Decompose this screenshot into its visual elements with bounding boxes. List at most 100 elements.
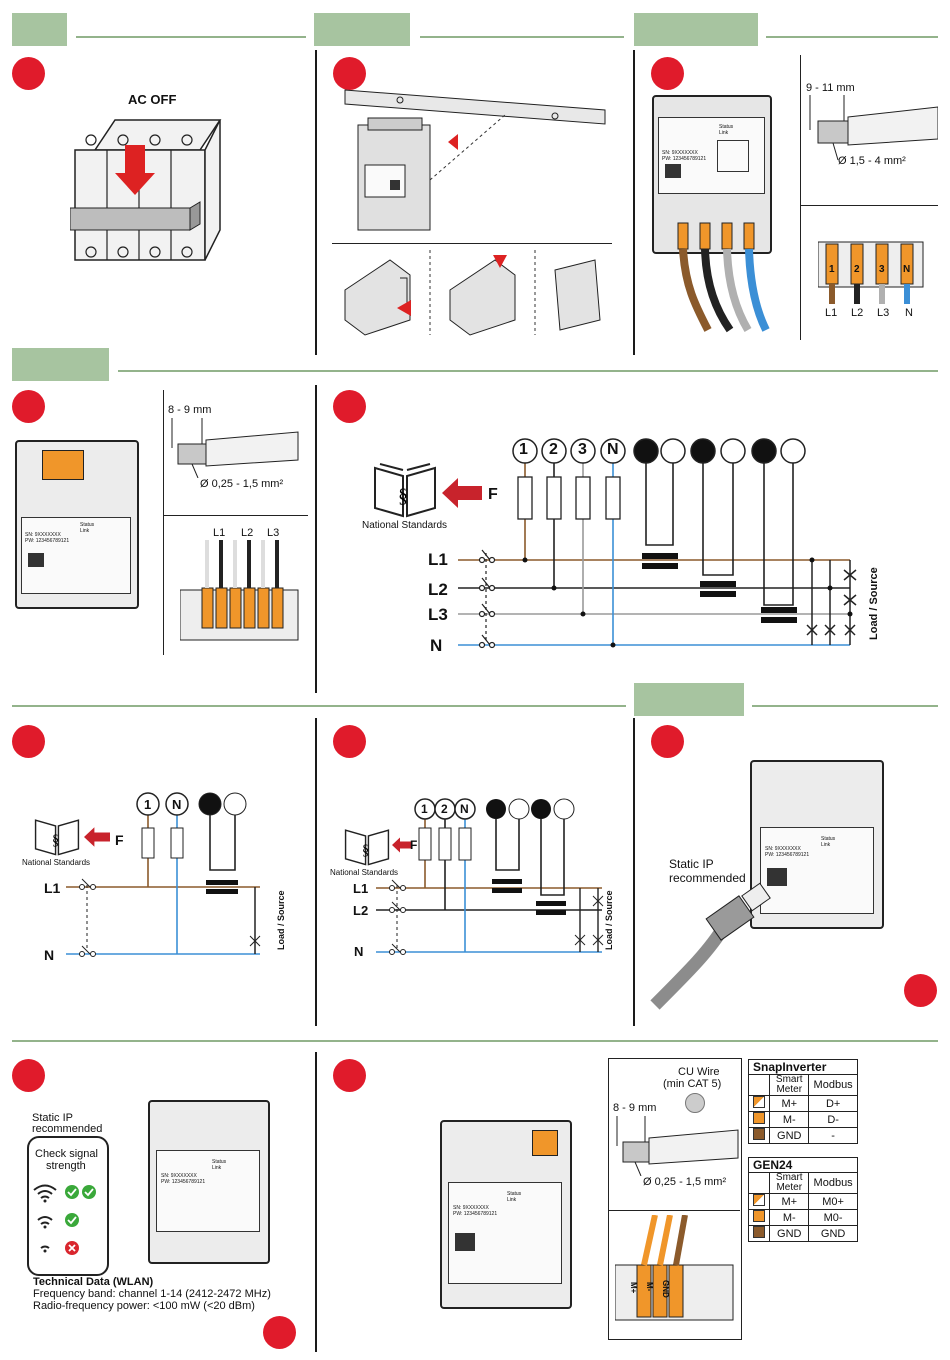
step-marker — [333, 57, 366, 90]
group-label-l2: L2 — [241, 527, 254, 539]
section-rule-6 — [752, 705, 938, 707]
step-marker — [263, 1316, 296, 1349]
step-marker — [12, 390, 45, 423]
ethernet-port — [665, 164, 681, 178]
section-rule-3 — [766, 36, 938, 38]
terminal-2-label: 2 — [854, 264, 860, 275]
terminal-n-label: N — [460, 802, 469, 816]
national-standards-label: National Standards — [330, 868, 399, 877]
step2-separator — [332, 243, 612, 244]
device-pw: PW: 123456789121 — [662, 156, 707, 162]
col-smart-meter: Smart Meter — [769, 1074, 810, 1096]
step-marker — [333, 725, 366, 758]
meter-pin: GND — [769, 1225, 810, 1242]
device-sn: SN: 9XXXXXXX — [25, 532, 61, 538]
device-sn: SN: 9XXXXXXX — [161, 1173, 197, 1179]
single-phase-wiring-diagram — [66, 792, 261, 957]
cu-wire-line2: (min CAT 5) — [663, 1078, 722, 1090]
col-modbus: Modbus — [808, 1074, 858, 1096]
section-header-1 — [12, 13, 67, 46]
divider-v4 — [315, 718, 317, 1026]
meter-pin: M- — [769, 1111, 810, 1128]
cross-section-label: Ø 1,5 - 4 mm² — [838, 155, 906, 167]
device-sn: SN: 9XXXXXXX — [453, 1205, 489, 1211]
modbus-pin: GND — [808, 1225, 858, 1242]
modbus-pin: D- — [808, 1111, 858, 1128]
gen24-table: GEN24 Smart Meter Modbus M+M0+ M-M0- GND… — [747, 1157, 858, 1242]
section-header-2 — [314, 13, 410, 46]
device-status-led: Status — [821, 836, 836, 842]
wire-strip-illustration — [809, 95, 938, 161]
ct-terminal-illustration — [180, 540, 299, 641]
national-standards-book-icon: § — [374, 463, 436, 518]
cu-wire-dot — [685, 1093, 705, 1113]
wlan-static-ip-line1: Static IP — [32, 1112, 73, 1124]
step3-wires — [677, 222, 770, 333]
group-label-l3: L3 — [267, 527, 280, 539]
terminal-2-label: 2 — [549, 441, 558, 458]
step-marker — [12, 725, 45, 758]
modbus-pin: M0+ — [808, 1193, 858, 1210]
national-standards-book-icon: § — [344, 829, 390, 866]
step4-inner-separator — [163, 515, 308, 516]
meter-pin: M- — [769, 1209, 810, 1226]
terminal-3-label: 3 — [879, 264, 885, 275]
divider-v3 — [315, 385, 317, 693]
divider-v5 — [633, 718, 635, 1026]
national-standards-label: National Standards — [362, 520, 448, 531]
fuse-label: F — [410, 838, 418, 852]
wire-label-l2: L2 — [851, 307, 864, 319]
terminal-1-label: 1 — [519, 441, 528, 458]
meter-pin: GND — [769, 1127, 810, 1144]
wire-strip-illustration — [616, 1116, 739, 1176]
ethernet-cable-illustration — [650, 882, 771, 1010]
step3-inner-separator — [800, 205, 938, 206]
device-status-led: Status — [80, 522, 95, 528]
col-modbus: Modbus — [808, 1172, 858, 1194]
step-marker — [333, 390, 366, 423]
wlan-static-ip-line2: recommended — [32, 1123, 103, 1135]
terminal-1-label: 1 — [829, 264, 835, 275]
wifi-icon — [717, 140, 749, 172]
strip-length-label: 8 - 9 mm — [613, 1102, 657, 1114]
section-header-5 — [634, 683, 744, 716]
device-pw: PW: 123456789121 — [161, 1179, 206, 1185]
strip-length-label: 9 - 11 mm — [806, 82, 855, 94]
device-status-led: Status — [212, 1159, 227, 1165]
section-header-4 — [12, 348, 109, 381]
national-standards-label: National Standards — [22, 858, 91, 867]
line-label-l1: L1 — [428, 550, 448, 569]
smart-meter-device: SN: 9XXXXXXX PW: 123456789121 Status Lin… — [750, 760, 884, 929]
device-link-led: Link — [719, 130, 729, 136]
device-pw: PW: 123456789121 — [453, 1211, 498, 1217]
gen24-title: GEN24 — [748, 1157, 858, 1173]
device-status-led: Status — [507, 1191, 522, 1197]
terminal-3-label: 3 — [578, 441, 587, 458]
section-rule-2 — [420, 36, 624, 38]
section-rule-4 — [118, 370, 938, 372]
terminal-block-illustration — [818, 241, 924, 304]
step4-inner-divider — [163, 390, 164, 655]
fuse-label: F — [115, 832, 124, 848]
step-marker — [651, 725, 684, 758]
svg-text:§: § — [398, 485, 408, 507]
fuse-label: F — [488, 486, 498, 503]
device-link-led: Link — [80, 528, 90, 534]
static-ip-note-line2: recommended — [669, 871, 746, 885]
snapinverter-title: SnapInverter — [748, 1059, 858, 1075]
line-label-l1: L1 — [353, 881, 369, 896]
svg-text:§: § — [52, 833, 59, 849]
line-label-n: N — [430, 636, 443, 655]
ethernet-port — [767, 868, 787, 886]
svg-text:§: § — [362, 843, 369, 859]
cross-section-label: Ø 0,25 - 1,5 mm² — [200, 478, 284, 490]
section-rule-5 — [12, 705, 626, 707]
wifi-signal-levels — [33, 1184, 96, 1255]
modbus-detail-frame — [608, 1058, 742, 1340]
smart-meter-device: SN: 9XXXXXXX PW: 123456789121 Status Lin… — [148, 1100, 270, 1264]
divider-v6 — [315, 1052, 317, 1352]
cu-wire-line1: CU Wire — [678, 1066, 720, 1078]
wire-label-n: N — [905, 307, 913, 319]
snapinverter-table: SnapInverter Smart Meter Modbus M+D+ M-D… — [747, 1059, 858, 1144]
section-header-3 — [634, 13, 758, 46]
